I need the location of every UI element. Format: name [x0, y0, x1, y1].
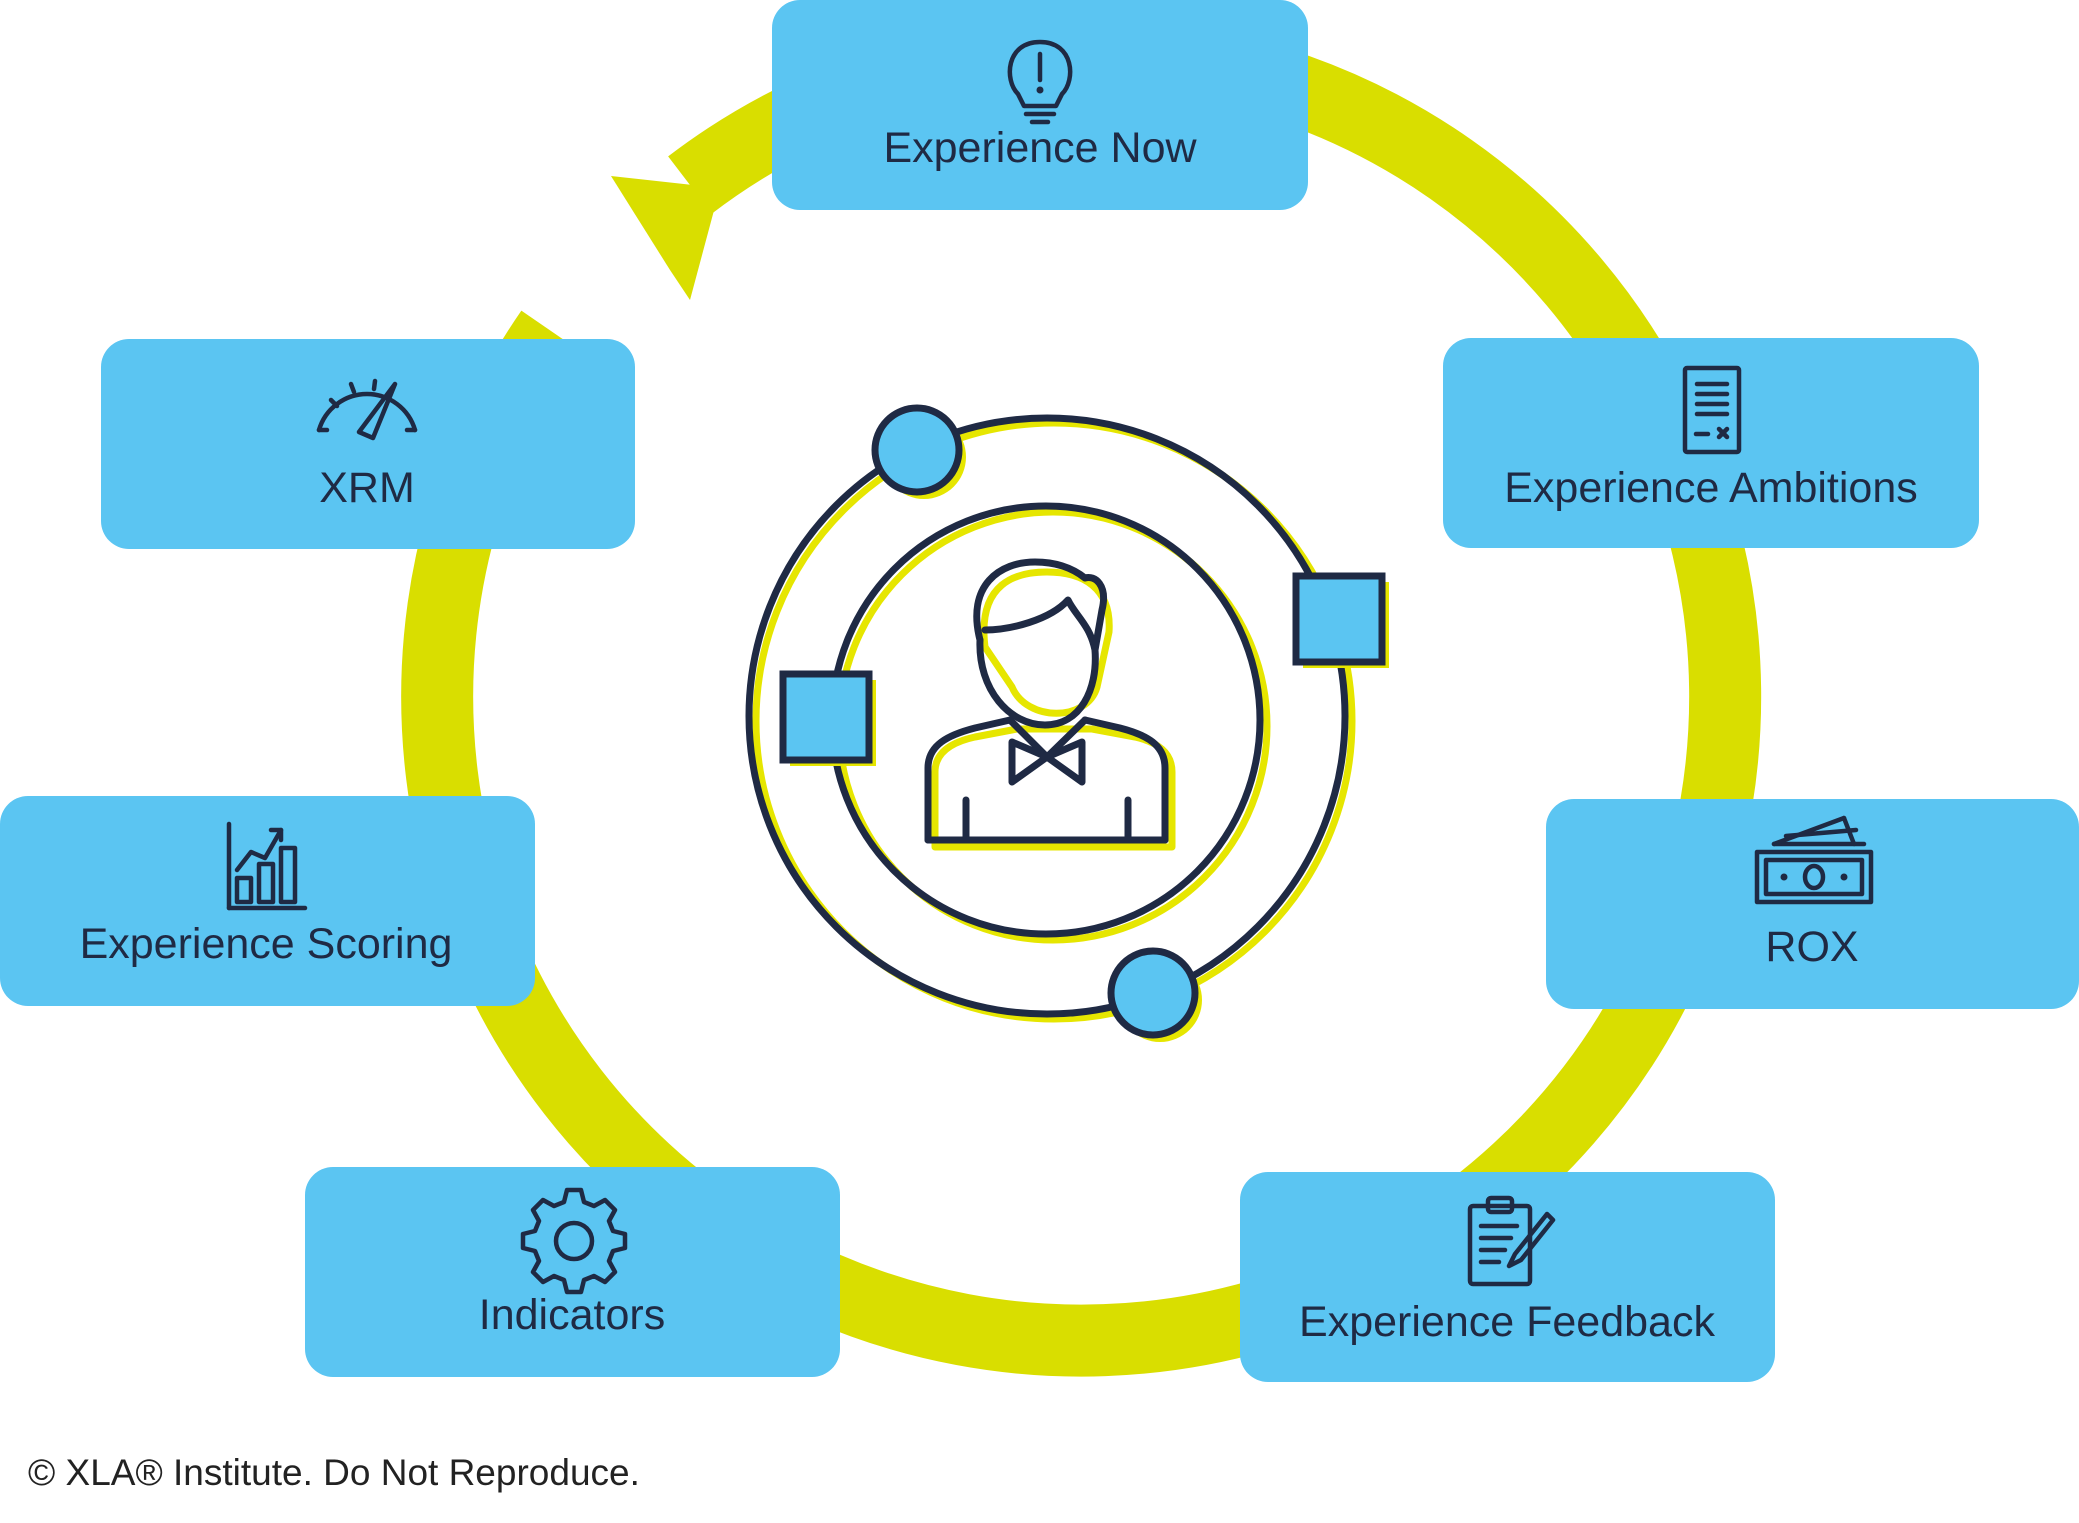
- stage-label: Indicators: [479, 1291, 665, 1339]
- stage-rox: ROX: [1546, 799, 2079, 1009]
- stage-experience-scoring: Experience Scoring: [0, 796, 535, 1006]
- cycle-ring: [401, 16, 1762, 1377]
- stage-label: ROX: [1765, 923, 1858, 971]
- stage-label: Experience Feedback: [1299, 1298, 1715, 1346]
- stage-indicators: Indicators: [305, 1167, 840, 1377]
- stage-label: Experience Ambitions: [1504, 464, 1918, 512]
- stage-experience-now: Experience Now: [772, 0, 1308, 210]
- stage-label: Experience Scoring: [80, 920, 453, 968]
- stage-box: [1240, 1172, 1775, 1382]
- speedometer-icon: [316, 378, 418, 441]
- bar-chart-growth-icon: [226, 821, 308, 911]
- document-contract-icon: [1682, 365, 1742, 455]
- stage-box: [1443, 338, 1979, 548]
- stage-xrm: XRM: [101, 339, 635, 549]
- person-in-orbit-icon: [745, 404, 1389, 1042]
- gear-icon: [520, 1187, 628, 1295]
- lightbulb-alert-icon: [1007, 39, 1073, 125]
- copyright-footer: © XLA® Institute. Do Not Reproduce.: [28, 1452, 640, 1493]
- banknotes-icon: [1754, 815, 1874, 905]
- cycle-arrowhead: [611, 176, 720, 300]
- stage-label: XRM: [319, 464, 415, 512]
- stage-box: [101, 339, 635, 549]
- clipboard-pencil-icon: [1467, 1195, 1556, 1287]
- stage-label: Experience Now: [883, 124, 1197, 172]
- stage-box: [305, 1167, 840, 1377]
- stage-experience-feedback: Experience Feedback: [1240, 1172, 1775, 1382]
- stage-experience-ambitions: Experience Ambitions: [1443, 338, 1979, 548]
